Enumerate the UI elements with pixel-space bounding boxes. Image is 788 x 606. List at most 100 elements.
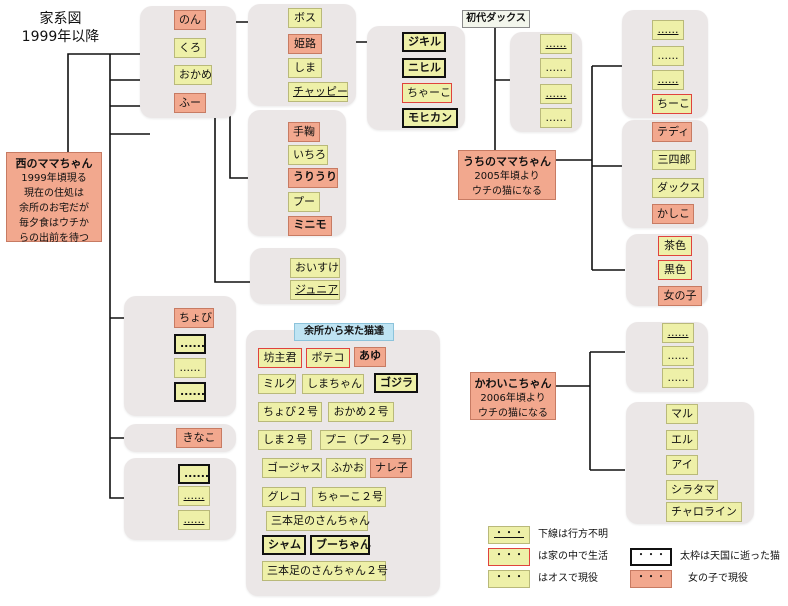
legend-text-male: はオスで現役 — [538, 573, 598, 584]
cat-puu: プー — [288, 192, 320, 212]
note-line: 現在の住処は — [24, 188, 84, 199]
note-line: ウチの猫になる — [472, 186, 542, 197]
yoso-buchan: ブーちゃん — [310, 535, 371, 555]
cat-dakkusu: ダックス — [652, 178, 704, 198]
cat-junia: ジュニア — [290, 280, 340, 300]
cat-unknown: ...... — [652, 20, 684, 40]
cat-fuu: ふー — [174, 93, 206, 113]
note-line: 2006年頃より — [480, 393, 546, 404]
yoso-fukao: ふかお — [326, 458, 366, 478]
legend-swatch-indoor: ・・・ — [488, 548, 530, 566]
yoso-shamu: シャム — [262, 535, 306, 555]
yoso-chako2: ちゃーこ２号 — [312, 487, 386, 507]
diagram-title: 家系図 1999年以降 — [18, 10, 103, 46]
cat-unknown: ...... — [662, 323, 694, 343]
cat-okame: おかめ — [174, 65, 212, 85]
note-line: 余所のお宅だが — [19, 203, 89, 214]
cat-chiko: ちーこ — [652, 94, 692, 114]
legend-swatch-female: ・・・ — [630, 570, 672, 588]
cat-ai: アイ — [666, 455, 698, 475]
cat-non: のん — [174, 10, 206, 30]
connector — [67, 53, 111, 438]
cat-kuroiro: 黒色 — [658, 260, 692, 280]
connector — [555, 352, 591, 470]
yoso-shima2: しま２号 — [258, 430, 312, 450]
cat-oisuke: おいすけ — [290, 258, 340, 278]
note-title: かわいこちゃん — [474, 377, 552, 390]
connector — [556, 66, 593, 270]
cat-unknown: ...... — [174, 382, 206, 402]
cat-charorain: チャロライン — [666, 502, 742, 522]
yoso-gojasu: ゴージャス — [262, 458, 322, 478]
cat-unknown: ...... — [178, 464, 210, 484]
legend-swatch-missing: ・・・ — [488, 526, 530, 544]
yoso-poteko: ポテコ — [306, 348, 350, 368]
connector — [592, 65, 625, 271]
legend-text-female: 女の子で現役 — [688, 573, 748, 584]
connector — [214, 100, 260, 283]
shodai-dakkusu-header: 初代ダックス — [462, 10, 530, 28]
yoso-nareko: ナレ子 — [370, 458, 412, 478]
cat-shiratama: シラタマ — [666, 480, 718, 500]
cat-unknown: ...... — [178, 486, 210, 506]
yoso-header: 余所から来た猫達 — [294, 323, 394, 341]
cat-bosu: ボス — [288, 8, 322, 28]
uchi-mama-note: うちのママちゃん 2005年頃より ウチの猫になる — [458, 150, 556, 200]
note-line: 1999年頃現る — [21, 173, 87, 184]
title-line-1: 家系図 — [39, 11, 82, 27]
legend-swatch-deceased: ・・・ — [630, 548, 672, 566]
cat-unknown: ...... — [662, 346, 694, 366]
note-line: 毎夕食はウチか — [19, 218, 89, 229]
legend-text-indoor: は家の中で生活 — [538, 551, 608, 562]
note-title: うちのママちゃん — [463, 155, 551, 168]
cat-chobi: ちょび — [174, 308, 214, 328]
nishi-mama-note: 西のママちゃん 1999年頃現る 現在の住処は 余所のお宅だが 毎夕食はウチか … — [6, 152, 102, 244]
yoso-gureko: グレコ — [262, 487, 306, 507]
cat-unknown: ...... — [178, 510, 210, 530]
yoso-sanbon: 三本足のさんちゃん — [266, 511, 370, 531]
cat-unknown: ...... — [540, 34, 572, 54]
yoso-sanbon2: 三本足のさんちゃん２号 — [262, 561, 388, 581]
cat-unknown: ...... — [662, 368, 694, 388]
kawaiko-note: かわいこちゃん 2006年頃より ウチの猫になる — [470, 372, 556, 420]
cat-jikiru: ジキル — [402, 32, 446, 52]
legend-swatch-male: ・・・ — [488, 570, 530, 588]
note-line: 2005年頃より — [474, 171, 540, 182]
yoso-okame2: おかめ２号 — [328, 402, 394, 422]
cat-tedi: テディ — [652, 122, 692, 142]
cat-shima: しま — [288, 58, 322, 78]
cat-maru: マル — [666, 404, 698, 424]
yoso-ayu: あゆ — [354, 347, 386, 367]
yoso-bozu: 坊主君 — [258, 348, 302, 368]
note-line: らの出前を待つ — [19, 233, 89, 244]
cat-unknown: ...... — [174, 334, 206, 354]
cat-unknown: ...... — [652, 46, 684, 66]
cat-ichiro: いちろ — [288, 145, 328, 165]
cat-chako: ちゃーこ — [402, 83, 452, 103]
cat-nihiru: ニヒル — [402, 58, 446, 78]
cat-chairo: 茶色 — [658, 236, 692, 256]
cat-kashiko: かしこ — [652, 204, 694, 224]
cat-sanshiro: 三四郎 — [652, 150, 696, 170]
cat-kinako: きなこ — [176, 428, 222, 448]
cat-unknown: ...... — [540, 58, 572, 78]
cat-chappy: チャッピー — [288, 82, 348, 102]
cat-mohikan: モヒカン — [402, 108, 458, 128]
legend-text-deceased: 太枠は天国に逝った猫 — [680, 551, 780, 562]
cat-kuro: くろ — [174, 38, 206, 58]
title-line-2: 1999年以降 — [21, 29, 100, 45]
legend-text-missing: 下線は行方不明 — [538, 529, 608, 540]
note-line: ウチの猫になる — [478, 408, 548, 419]
cat-unknown: ...... — [174, 358, 206, 378]
yoso-puni: プニ（プー２号） — [320, 430, 413, 450]
cat-unknown: ...... — [652, 70, 684, 90]
yoso-miruku: ミルク — [258, 374, 296, 394]
yoso-shimachan: しまちゃん — [302, 374, 364, 394]
connector — [590, 351, 625, 471]
cat-minimo: ミニモ — [288, 216, 332, 236]
cat-teman: 手鞠 — [288, 122, 320, 142]
cat-uriuri: うりうり — [288, 168, 338, 188]
cat-onnanoko: 女の子 — [658, 286, 702, 306]
yoso-chobi2: ちょび２号 — [258, 402, 322, 422]
